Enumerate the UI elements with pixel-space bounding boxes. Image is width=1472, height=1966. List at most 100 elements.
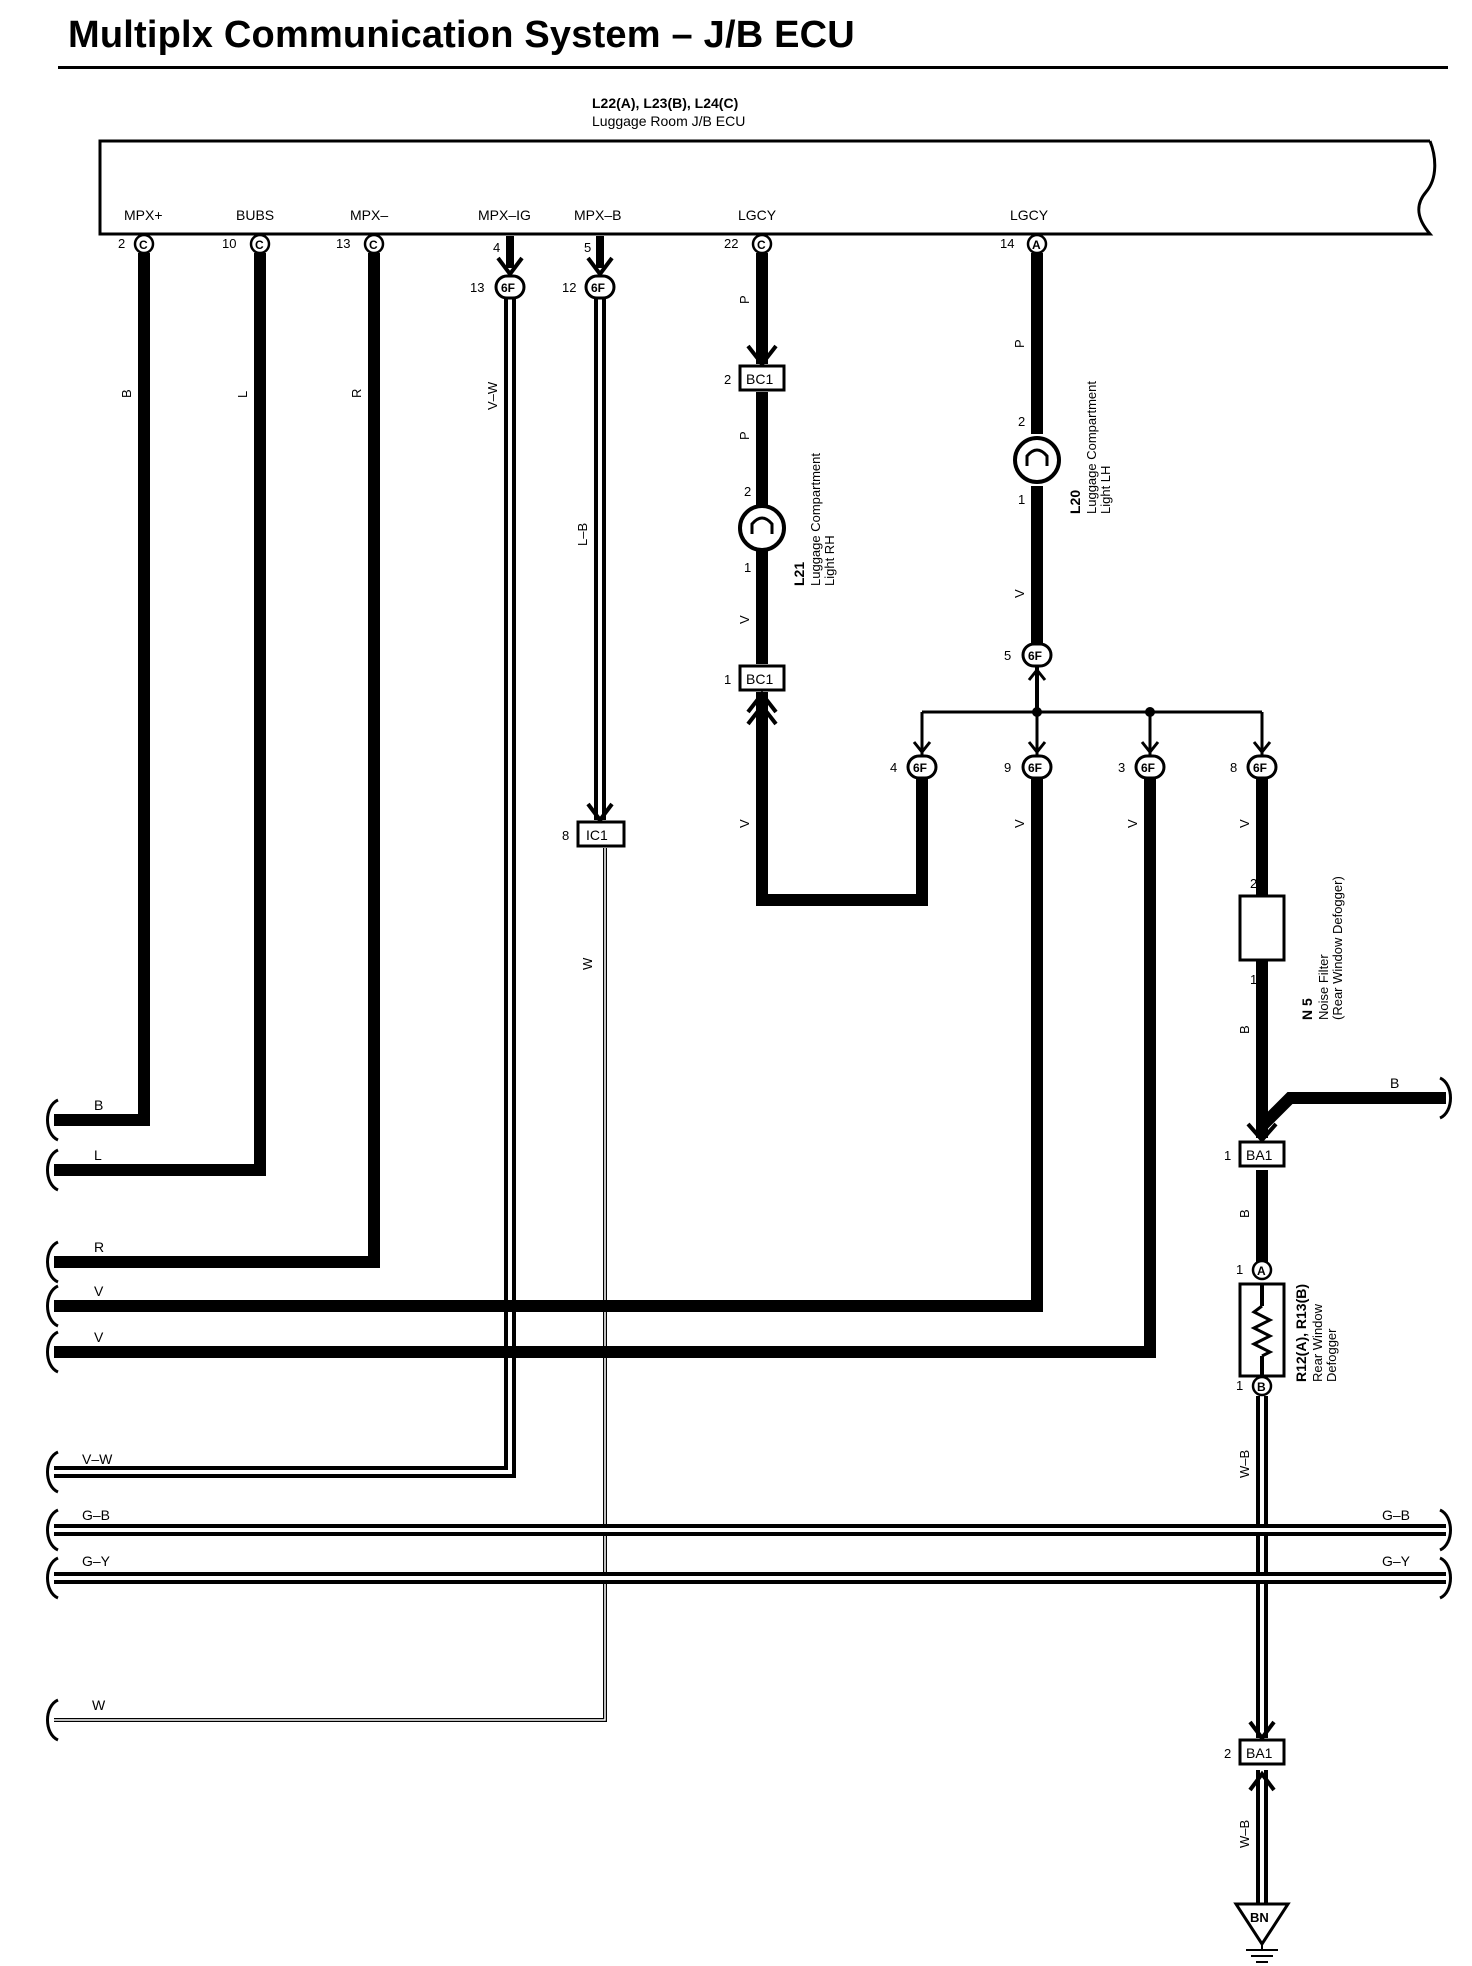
- noise-filter-n5: 2 1: [1238, 876, 1286, 987]
- filter-pin-bottom: 1: [1250, 972, 1257, 987]
- wire-label: L: [235, 391, 250, 398]
- pin-mpx-plus: 2: [118, 236, 125, 251]
- wire-bubs: [54, 253, 266, 1176]
- terminal-label-mpx-minus: MPX–: [350, 207, 388, 223]
- lamp-icon: [738, 504, 786, 552]
- arrow-mpx-ig: [496, 256, 524, 278]
- wire-label: V: [1237, 819, 1252, 828]
- junction-6f-13: 6F 13: [470, 274, 526, 300]
- wire-mpx-minus: [54, 253, 380, 1268]
- arrow-bc1-2: [746, 344, 778, 368]
- junction-pin: 13: [470, 280, 484, 295]
- ground-triangle: [1233, 1902, 1291, 1947]
- arrow-ic1-in: [586, 802, 614, 824]
- edge-break: [46, 1148, 59, 1192]
- arrow-ground: [1248, 1770, 1276, 1792]
- wire-label: V: [737, 615, 752, 624]
- junction-pin: 12: [562, 280, 576, 295]
- lamp-l20: 2 1: [1013, 414, 1061, 507]
- lamp-pin-bottom: 1: [1018, 492, 1025, 507]
- filter-code: N 5: [1299, 998, 1315, 1020]
- lamp-filament: [1025, 448, 1049, 466]
- defogger-name2: Defogger: [1324, 1328, 1339, 1382]
- page-title: Multiplx Communication System – J/B ECU: [68, 14, 855, 56]
- wire-mpx-ig: [54, 298, 516, 1478]
- junction-conn-label: 6F: [501, 281, 515, 295]
- splice-point: [1032, 707, 1042, 717]
- wire-label: B: [1237, 1025, 1252, 1034]
- wire-mpx-ig-inner: [54, 298, 512, 1474]
- terminal-label-mpx-ig: MPX–IG: [478, 207, 531, 223]
- lamp-l20-code: L20: [1067, 490, 1083, 514]
- terminal-label-bubs: BUBS: [236, 207, 274, 223]
- wire-label: V: [1012, 819, 1027, 828]
- lamp-l21-name2: Light RH: [822, 535, 837, 586]
- edge-break: [46, 1556, 59, 1600]
- arrow-j8: [1252, 741, 1272, 755]
- arrow-j4: [912, 741, 932, 755]
- junction-conn-label: 6F: [1028, 649, 1042, 663]
- lamp-pin-bottom: 1: [744, 560, 751, 575]
- filter-pin-top: 2: [1250, 876, 1257, 891]
- lamp-pin-top: 2: [1018, 414, 1025, 429]
- defogger-pin-top: 1: [1236, 1262, 1243, 1277]
- connector-pin: 1: [1224, 1148, 1231, 1163]
- pin-mpx-minus: 13: [336, 236, 350, 251]
- ground-code: BN: [1250, 1910, 1269, 1925]
- arrow-mpx-b: [586, 256, 614, 278]
- defogger-conn-b: B: [1257, 1380, 1266, 1394]
- edge-break: [1439, 1076, 1452, 1120]
- left-label: L: [94, 1147, 102, 1163]
- connector-ic1-8: IC1 8: [562, 820, 626, 848]
- terminal-conn-bubs: C: [255, 238, 264, 252]
- arrow-ba1-2: [1248, 1720, 1276, 1742]
- arrow-j9: [1027, 741, 1047, 755]
- pin-mpx-b: 5: [584, 240, 591, 255]
- junction-pin: 9: [1004, 760, 1011, 775]
- defogger-code: R12(A), R13(B): [1293, 1284, 1309, 1382]
- filter-name1: Noise Filter: [1316, 954, 1331, 1020]
- wire-label: V: [737, 819, 752, 828]
- junction-pin: 4: [890, 760, 897, 775]
- wire-lgcy-c-loop: [756, 692, 928, 906]
- terminal-conn-mpx-minus: C: [369, 238, 378, 252]
- connector-label: BA1: [1246, 1745, 1273, 1761]
- lamp-filament: [750, 516, 774, 534]
- junction-pin: 3: [1118, 760, 1125, 775]
- left-label: V–W: [82, 1451, 113, 1467]
- left-label: B: [94, 1097, 103, 1113]
- edge-break: [46, 1098, 59, 1142]
- junction-pin: 8: [1230, 760, 1237, 775]
- splice-point: [1145, 707, 1155, 717]
- terminal-conn-lgcy-a: A: [1032, 238, 1041, 252]
- filter-name2: (Rear Window Defogger): [1330, 876, 1345, 1020]
- defogger-r12-r13: A 1 B 1: [1236, 1259, 1286, 1397]
- junction-conn-label: 6F: [1141, 761, 1155, 775]
- ground-bn: BN: [1233, 1902, 1291, 1963]
- wire-ic1-out-inner: [54, 848, 606, 1721]
- arrow-bc1-1b: [746, 702, 778, 726]
- resistor-icon: [1250, 1304, 1274, 1358]
- terminal-conn-lgcy-c: C: [757, 238, 766, 252]
- wire-b-right: [1257, 1092, 1446, 1131]
- junction-6f-5: 6F 5: [1004, 642, 1053, 668]
- right-label: B: [1390, 1075, 1399, 1091]
- lamp-l20-name2: Light LH: [1098, 466, 1113, 514]
- wire-label: R: [349, 389, 364, 398]
- arrow-bc1-1: [746, 690, 778, 714]
- junction-6f-8: 6F 8: [1230, 754, 1278, 780]
- connector-pin: 8: [562, 828, 569, 843]
- ecu-codes: L22(A), L23(B), L24(C): [592, 95, 738, 111]
- connector-pin: 2: [724, 372, 731, 387]
- wire-label: B: [1237, 1209, 1252, 1218]
- defogger-terminal-b: [1251, 1375, 1273, 1397]
- arrow-6f5: [1027, 667, 1047, 681]
- edge-break: [46, 1240, 59, 1284]
- lamp-l21-code: L21: [791, 562, 807, 586]
- junction-6f-12: 6F 12: [562, 274, 616, 300]
- defogger-terminal-a: [1251, 1259, 1273, 1281]
- wire-label: W–B: [1237, 1820, 1252, 1848]
- connector-pin: 1: [724, 672, 731, 687]
- title-rule: [58, 66, 1448, 69]
